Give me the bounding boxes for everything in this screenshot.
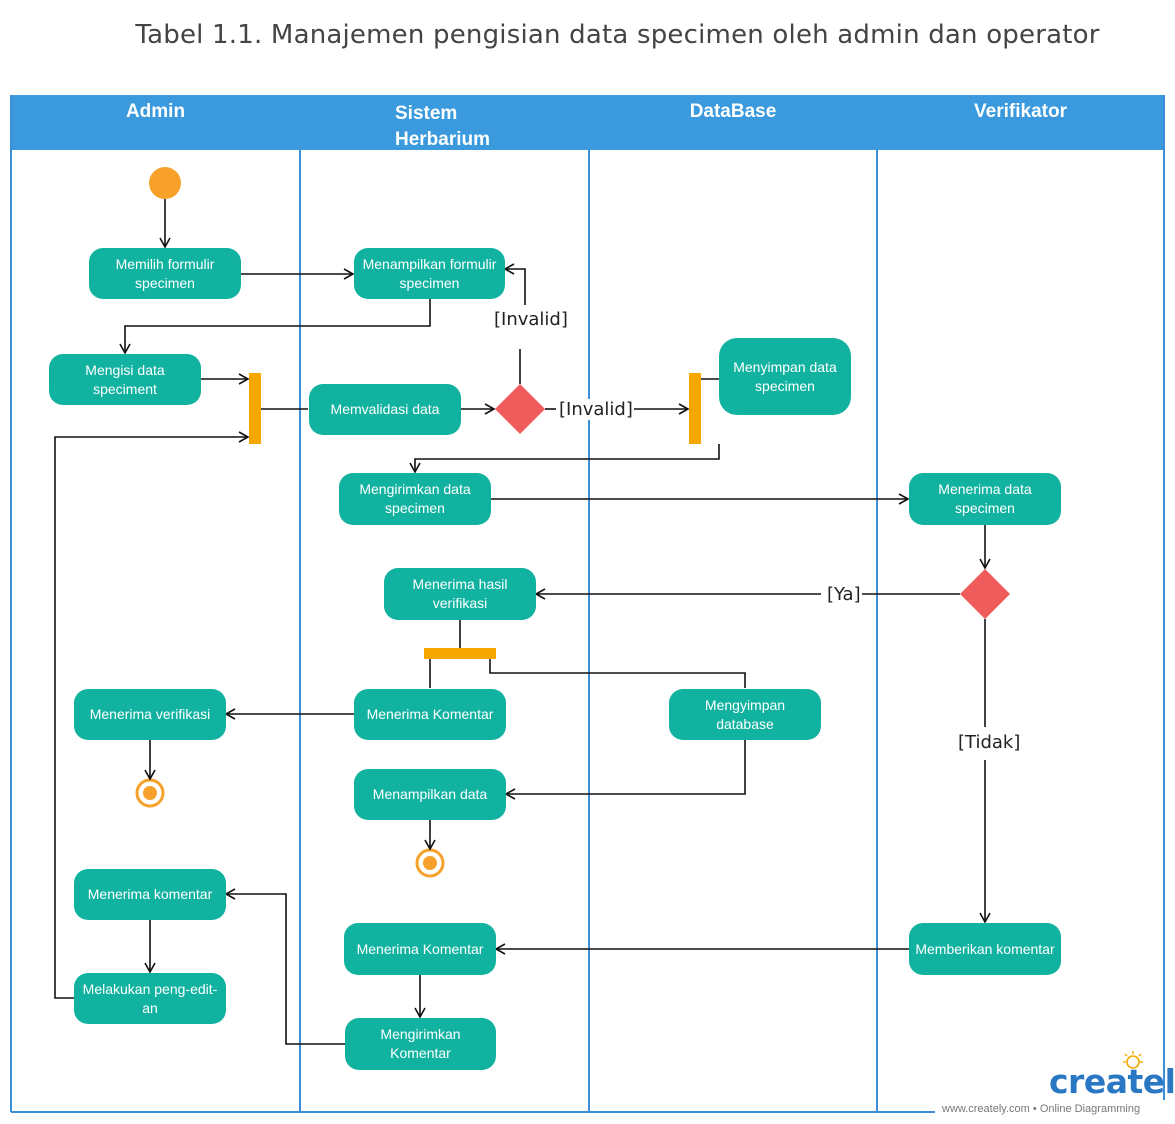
lane-admin: Admin [125, 101, 186, 122]
activity-memilih-formulir[interactable]: Memilih formulir specimen [89, 248, 241, 299]
watermark-url: www.creately.com [942, 1103, 1030, 1115]
flow-edges [54, 199, 991, 1045]
lane-header-band [11, 95, 1164, 150]
guard-ya: [Ya] [826, 584, 862, 605]
activity-memberikan-komentar[interactable]: Memberikan komentar [909, 923, 1061, 975]
activity-memvalidasi-data[interactable]: Memvalidasi data [309, 384, 461, 435]
activity-menerima-komentar-sistem[interactable]: Menerima Komentar [354, 689, 506, 740]
decision-validation [495, 384, 545, 434]
activity-mengisi-data[interactable]: Mengisi data speciment [49, 354, 201, 405]
guard-tidak: [Tidak] [957, 732, 1022, 753]
activity-menampilkan-data[interactable]: Menampilkan data [354, 769, 506, 820]
bulb-icon [1120, 1050, 1146, 1081]
watermark-tagline: Online Diagramming [1039, 1103, 1141, 1115]
activity-mengyimpan-database[interactable]: Mengyimpan database [669, 689, 821, 740]
activity-menerima-data[interactable]: Menerima data specimen [909, 473, 1061, 525]
watermark-separator: • [1032, 1103, 1037, 1115]
fork-bar-verification [424, 648, 496, 659]
activity-melakukan-edit[interactable]: Melakukan peng-edit-an [74, 973, 226, 1024]
activity-menyimpan-data[interactable]: Menyimpan data specimen [719, 338, 851, 415]
start-node [149, 167, 181, 199]
activity-menerima-komentar-admin[interactable]: Menerima komentar [74, 869, 226, 920]
guard-invalid-mid: [Invalid] [558, 399, 634, 420]
activity-menampilkan-formulir[interactable]: Menampilkan formulir specimen [354, 248, 505, 299]
end-node-admin [135, 778, 165, 808]
swimlane-borders [10, 95, 1165, 1113]
activity-menerima-komentar-sistem-2[interactable]: Menerima Komentar [344, 923, 496, 975]
creately-logo: creately [1049, 1062, 1175, 1101]
activity-menerima-hasil-verifikasi[interactable]: Menerima hasil verifikasi [384, 568, 536, 620]
activity-mengirimkan-komentar[interactable]: Mengirimkan Komentar [345, 1018, 496, 1070]
fork-bar-admin [249, 373, 261, 444]
activity-mengirimkan-data[interactable]: Mengirimkan data specimen [339, 473, 491, 525]
guard-invalid-top: [Invalid] [493, 309, 569, 330]
activity-menerima-verifikasi[interactable]: Menerima verifikasi [74, 689, 226, 740]
diagram-title: Tabel 1.1. Manajemen pengisian data spec… [135, 20, 1100, 50]
watermark-caption: www.creately.com • Online Diagramming [942, 1103, 1140, 1115]
fork-bar-database [689, 373, 701, 444]
lane-verifikator: Verifikator [974, 101, 1067, 122]
decision-verification [960, 569, 1010, 619]
end-node-system [415, 848, 445, 878]
lane-database: DataBase [689, 101, 777, 122]
lane-sistem-herbarium: Sistem Herbarium [395, 103, 491, 150]
